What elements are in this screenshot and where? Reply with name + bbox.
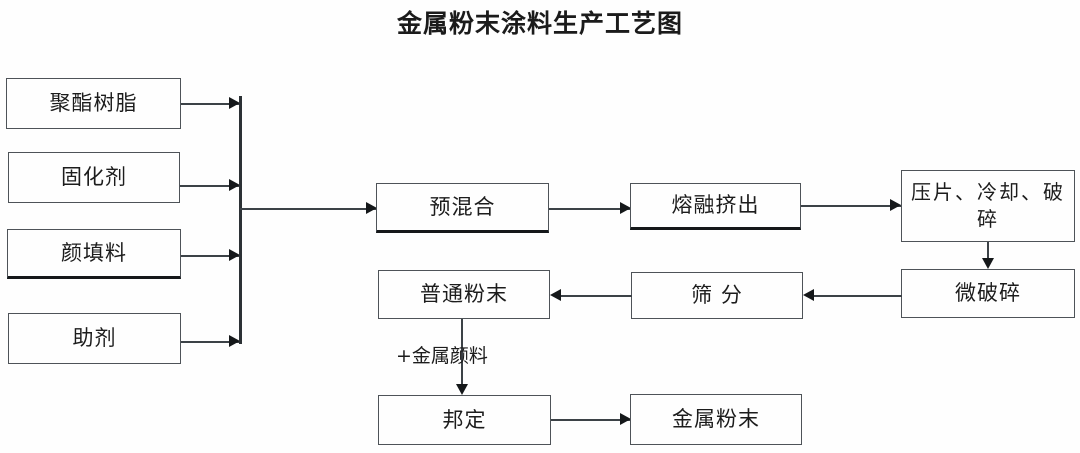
connector-bonding-to-metallic-powder (551, 419, 631, 421)
node-metallic-powder: 金属粉末 (630, 394, 802, 445)
node-label: 压片、冷却、破碎 (911, 180, 1065, 231)
node-label: 固化剂 (61, 165, 127, 190)
arrowhead-premix-to-extrusion (620, 202, 631, 214)
node-label: 预混合 (429, 194, 496, 219)
node-polyester-resin: 聚酯树脂 (6, 78, 181, 129)
connector-additive-to-bus (181, 341, 241, 343)
arrowhead-curing-to-bus (229, 179, 240, 191)
node-micro-crush: 微破碎 (901, 269, 1075, 318)
arrowhead-ordinary-powder-to-bonding (456, 384, 468, 395)
node-melt-extrusion: 熔融挤出 (630, 183, 801, 230)
arrowhead-bonding-to-metallic-powder (620, 413, 631, 425)
node-bonding: 邦定 (378, 395, 551, 445)
node-label: 助剂 (72, 326, 117, 351)
connector-resin-to-bus (181, 103, 241, 105)
node-curing-agent: 固化剂 (8, 152, 180, 203)
arrowhead-pigment-to-bus (229, 249, 240, 261)
connector-input-bus (239, 96, 242, 344)
connector-sieving-to-ordinary-powder (559, 295, 632, 297)
connector-premix-to-extrusion (549, 208, 631, 210)
page-title: 金属粉末涂料生产工艺图 (396, 9, 683, 38)
edge-label-add-metallic-pigment: +金属颜料 (396, 345, 488, 367)
connector-microcrush-to-sieving (812, 295, 902, 297)
connector-ordinary-powder-to-bonding (461, 319, 463, 389)
arrowhead-press-to-microcrush (982, 258, 994, 269)
node-ordinary-powder: 普通粉末 (378, 270, 550, 319)
node-label: 金属粉末 (672, 407, 760, 432)
connector-extrusion-to-press (801, 205, 902, 207)
arrowhead-sieving-to-ordinary-powder (550, 289, 561, 301)
node-label: 邦定 (442, 407, 487, 432)
arrowhead-additive-to-bus (229, 335, 240, 347)
node-additive: 助剂 (8, 313, 181, 364)
node-label: 聚酯树脂 (49, 91, 138, 116)
connector-pigment-to-bus (181, 255, 241, 257)
node-label: 微破碎 (955, 281, 1021, 306)
connector-press-to-microcrush (987, 242, 989, 264)
arrowhead-extrusion-to-press (890, 199, 901, 211)
node-sieving: 筛 分 (631, 272, 803, 319)
node-pigment-filler: 颜填料 (7, 229, 181, 279)
arrowhead-microcrush-to-sieving (803, 289, 814, 301)
connector-curing-to-bus (180, 185, 241, 187)
node-press-cool-crush: 压片、冷却、破碎 (901, 170, 1075, 242)
node-label: 普通粉末 (420, 282, 508, 307)
connector-bus-to-premix (240, 208, 378, 210)
node-label: 熔融挤出 (671, 193, 760, 218)
arrowhead-resin-to-bus (229, 97, 240, 109)
node-label: 筛 分 (691, 283, 743, 308)
node-premix: 预混合 (376, 183, 549, 233)
arrowhead-bus-to-premix (366, 202, 377, 214)
node-label: 颜填料 (61, 240, 127, 265)
